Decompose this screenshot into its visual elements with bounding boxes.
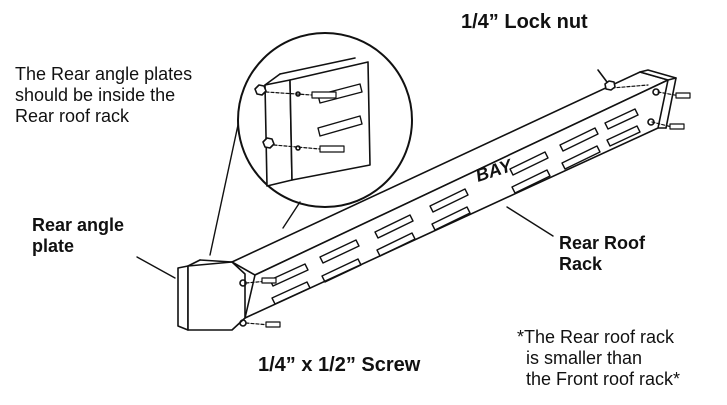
size-note-line-3: the Front roof rack*: [526, 369, 681, 390]
size-note-line-1: *The Rear roof rack: [517, 327, 675, 347]
lock-nut: [597, 69, 649, 91]
left-screws: [245, 277, 281, 328]
inside-note-line-2: should be inside the: [15, 85, 176, 106]
zoom-lines: [209, 124, 301, 256]
lock-nut-label: 1/4” Lock nut: [461, 11, 588, 33]
rear-angle-plate-label: Rear angle plate: [32, 215, 124, 257]
leader-lines: [136, 206, 554, 279]
screw-label: 1/4” x 1/2” Screw: [258, 354, 421, 376]
right-screws: [651, 91, 691, 130]
rear-angle-plate: [177, 259, 247, 331]
inside-plates-note: The Rear angle plates should be inside t…: [15, 64, 192, 128]
inside-note-line-1: The Rear angle plates: [15, 64, 193, 84]
rear-roof-rack-label: Rear Roof Rack: [559, 233, 645, 275]
detail-magnifier: [237, 32, 413, 208]
rear-angle-plate-line-1: Rear angle: [32, 215, 125, 235]
size-note: *The Rear roof rack is smaller than the …: [517, 327, 680, 391]
rear-roof-rack-line-2: Rack: [559, 254, 603, 275]
size-note-line-2: is smaller than: [526, 348, 643, 369]
inside-note-line-3: Rear roof rack: [15, 106, 130, 127]
rear-roof-rack-line-1: Rear Roof: [559, 233, 646, 253]
rack-slots: [269, 108, 641, 305]
right-angle-plate: [639, 69, 677, 129]
rear-angle-plate-line-2: plate: [32, 236, 75, 257]
